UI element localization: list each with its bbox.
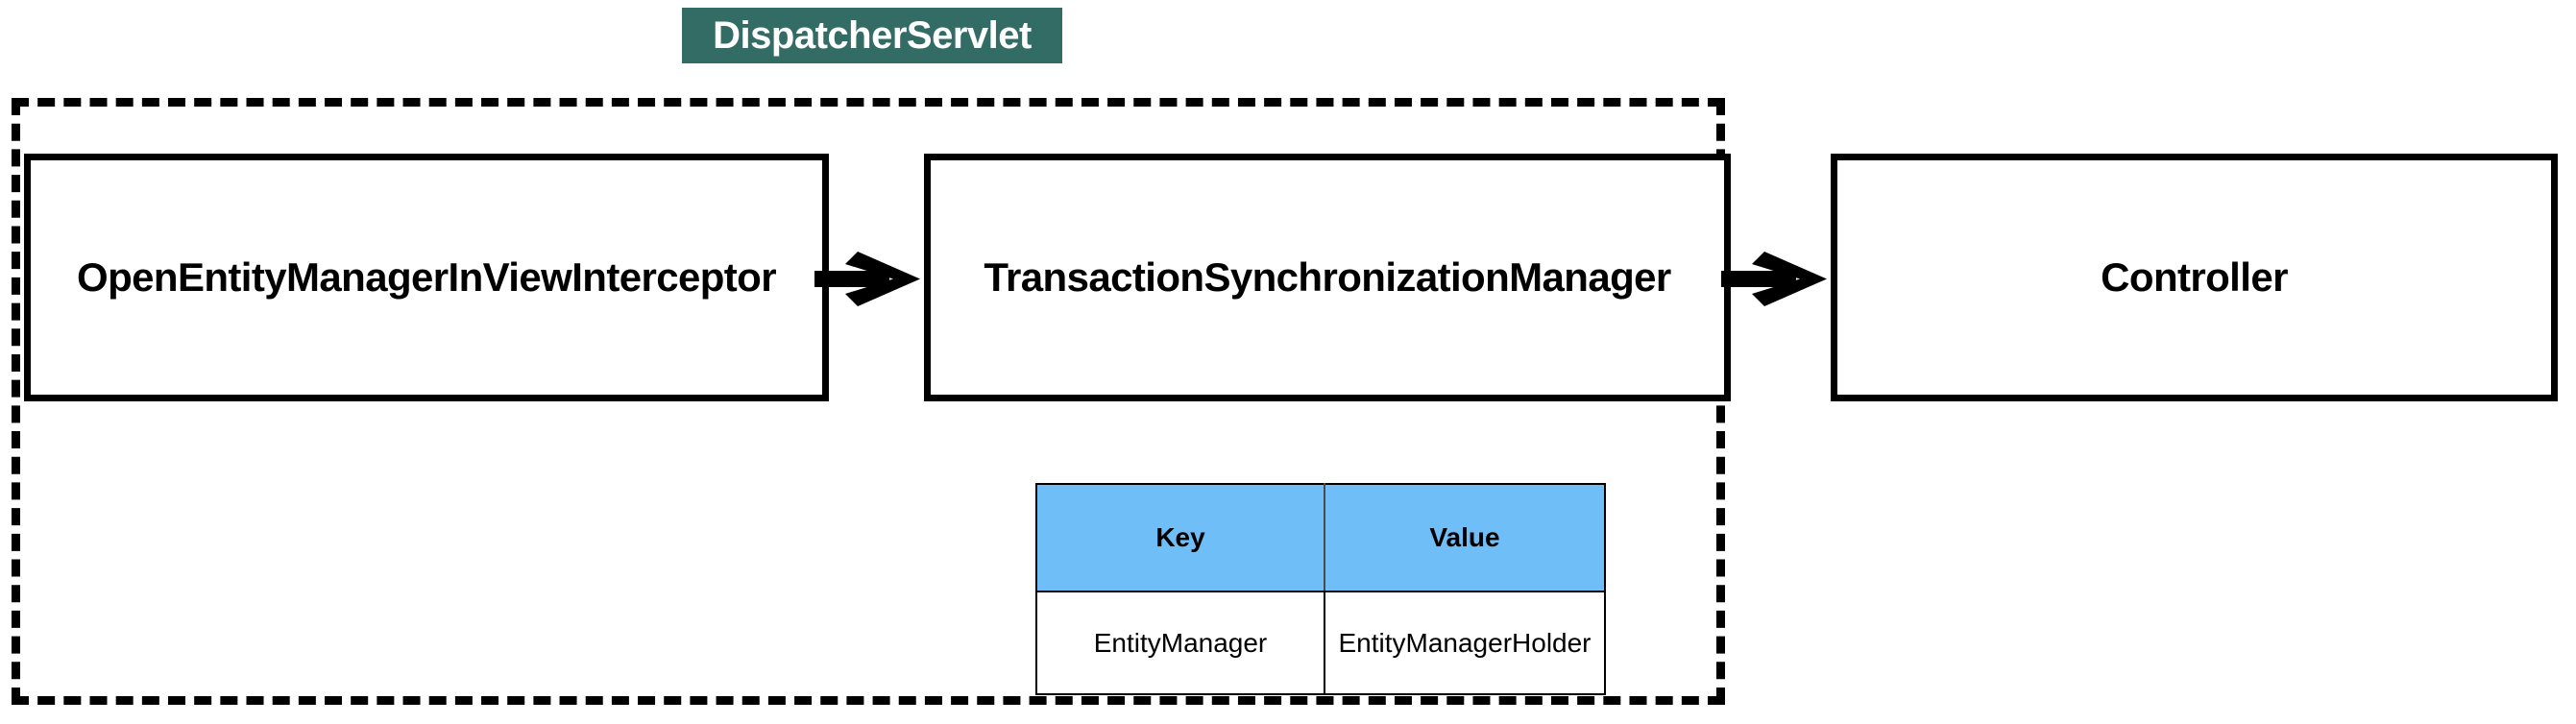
arrow-right-icon-interceptor-to-tsm — [814, 250, 920, 307]
dispatcher-servlet-banner-label: DispatcherServlet — [713, 14, 1032, 57]
table-body: EntityManager EntityManagerHolder — [1035, 591, 1606, 695]
arrow-right-icon-tsm-to-controller — [1721, 250, 1827, 307]
table-header-row: Key Value — [1035, 483, 1606, 592]
table-column-header-value: Value — [1324, 483, 1606, 592]
table-row: EntityManager EntityManagerHolder — [1035, 591, 1606, 695]
component-box-controller[interactable]: Controller — [1831, 154, 2558, 401]
dispatcher-servlet-banner: DispatcherServlet — [682, 8, 1062, 63]
table-cell-value: EntityManagerHolder — [1324, 591, 1606, 695]
table-column-header-key: Key — [1035, 483, 1325, 592]
transaction-resources-table: Key Value EntityManager EntityManagerHol… — [1035, 483, 1606, 695]
component-box-interceptor-label: OpenEntityManagerInViewInterceptor — [77, 254, 777, 300]
component-box-controller-label: Controller — [2101, 254, 2288, 300]
dispatcher-servlet-scope-region — [12, 98, 1725, 705]
component-box-transaction-synchronization-manager[interactable]: TransactionSynchronizationManager — [924, 154, 1731, 401]
component-box-transaction-synchronization-manager-label: TransactionSynchronizationManager — [984, 254, 1671, 300]
table-header: Key Value — [1035, 483, 1606, 592]
component-box-interceptor[interactable]: OpenEntityManagerInViewInterceptor — [24, 154, 829, 401]
table-cell-key: EntityManager — [1035, 591, 1325, 695]
